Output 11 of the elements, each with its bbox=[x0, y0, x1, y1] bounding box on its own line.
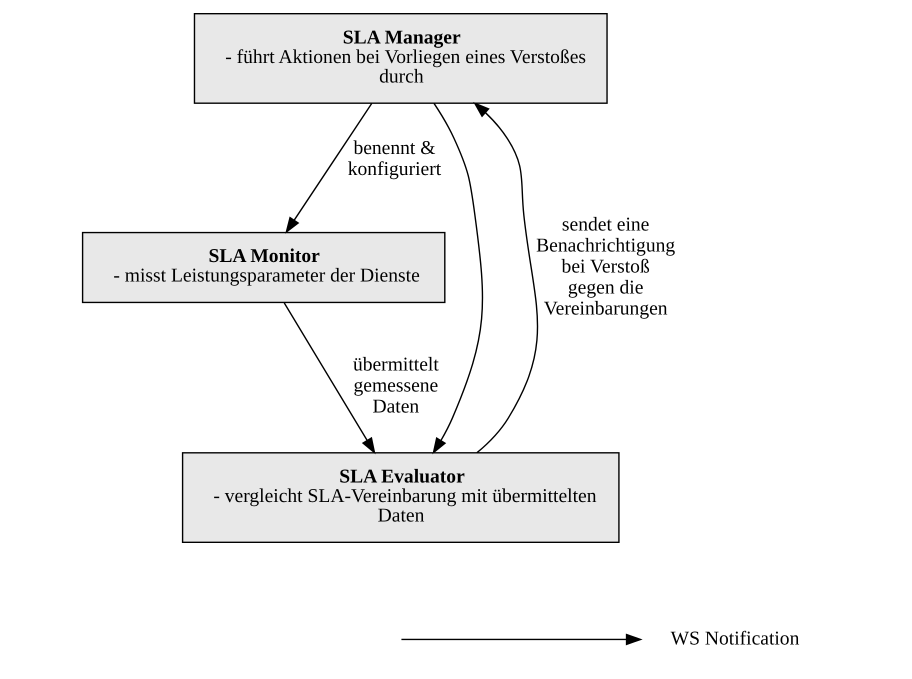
arrow bbox=[285, 103, 372, 234]
arrow bbox=[432, 103, 484, 454]
legend-label: WS Notification bbox=[670, 628, 800, 650]
edge-label: übermittelt gemessene Daten bbox=[352, 354, 439, 418]
arrow bbox=[473, 102, 538, 454]
edge-label: sendet eine Benachrichtigung bei Verstoß gegen die Vereinbarungen bbox=[536, 214, 676, 320]
node-box: SLA Evaluator - vergleicht SLA-Vereinbarung mit übermittelten Daten bbox=[182, 452, 620, 543]
edge-label: benennt & konfiguriert bbox=[348, 138, 442, 180]
node-box: SLA Manager - führt Aktionen bei Vorliegen eines Verstoßes durch bbox=[194, 12, 608, 104]
node-box: SLA Monitor - misst Leistungsparameter der Dienste bbox=[82, 232, 446, 304]
arrow bbox=[284, 302, 376, 454]
